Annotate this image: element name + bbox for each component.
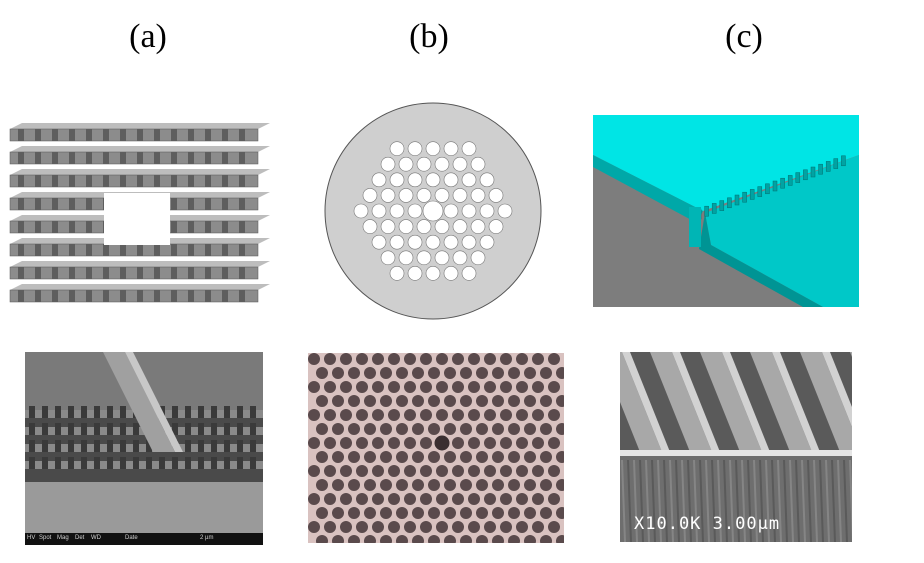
sem-info-hv-label: HV — [27, 535, 36, 541]
waveguide-left-facet — [593, 155, 703, 223]
waveguide-right-side — [699, 213, 823, 307]
sem-info-det-label: Det — [75, 535, 85, 541]
photo-hex-holes — [308, 353, 564, 543]
sem-substrate-texture — [621, 459, 852, 542]
sem-waveguide-strip — [103, 352, 175, 452]
sem-scale-label: 2 µm — [200, 535, 214, 541]
label-a: (a) — [129, 18, 167, 55]
sem-grating-ridges — [620, 352, 852, 452]
sem-image-woodpile: HV Spot Mag Det WD Date 2 µm — [25, 352, 263, 545]
fiber-cross-section — [324, 102, 542, 320]
sem-image-grating: X10.0K 3.00μm — [620, 352, 852, 542]
sem-magnification-label: X10.0K 3.00μm — [634, 514, 781, 534]
fiber-microscope-photo — [308, 353, 564, 543]
sem-info-bar: HV Spot Mag Det WD Date 2 µm — [25, 533, 263, 545]
waveguide-ridge — [689, 207, 701, 247]
waveguide-right-block — [705, 155, 859, 307]
woodpile-crystal-model — [9, 123, 270, 303]
sem-info-mag-label: Mag — [57, 535, 69, 541]
fiber-air-holes — [353, 141, 513, 281]
label-b: (b) — [409, 18, 449, 55]
waveguide-top-surface — [593, 115, 859, 211]
woodpile-layers — [9, 123, 270, 303]
waveguide-model — [593, 115, 859, 307]
sem-info-date-label: Date — [125, 535, 138, 541]
label-c: (c) — [725, 18, 763, 55]
sem-info-spot-label: Spot — [39, 535, 52, 541]
sem-info-wd-label: WD — [91, 535, 101, 541]
woodpile-cavity — [104, 193, 170, 245]
